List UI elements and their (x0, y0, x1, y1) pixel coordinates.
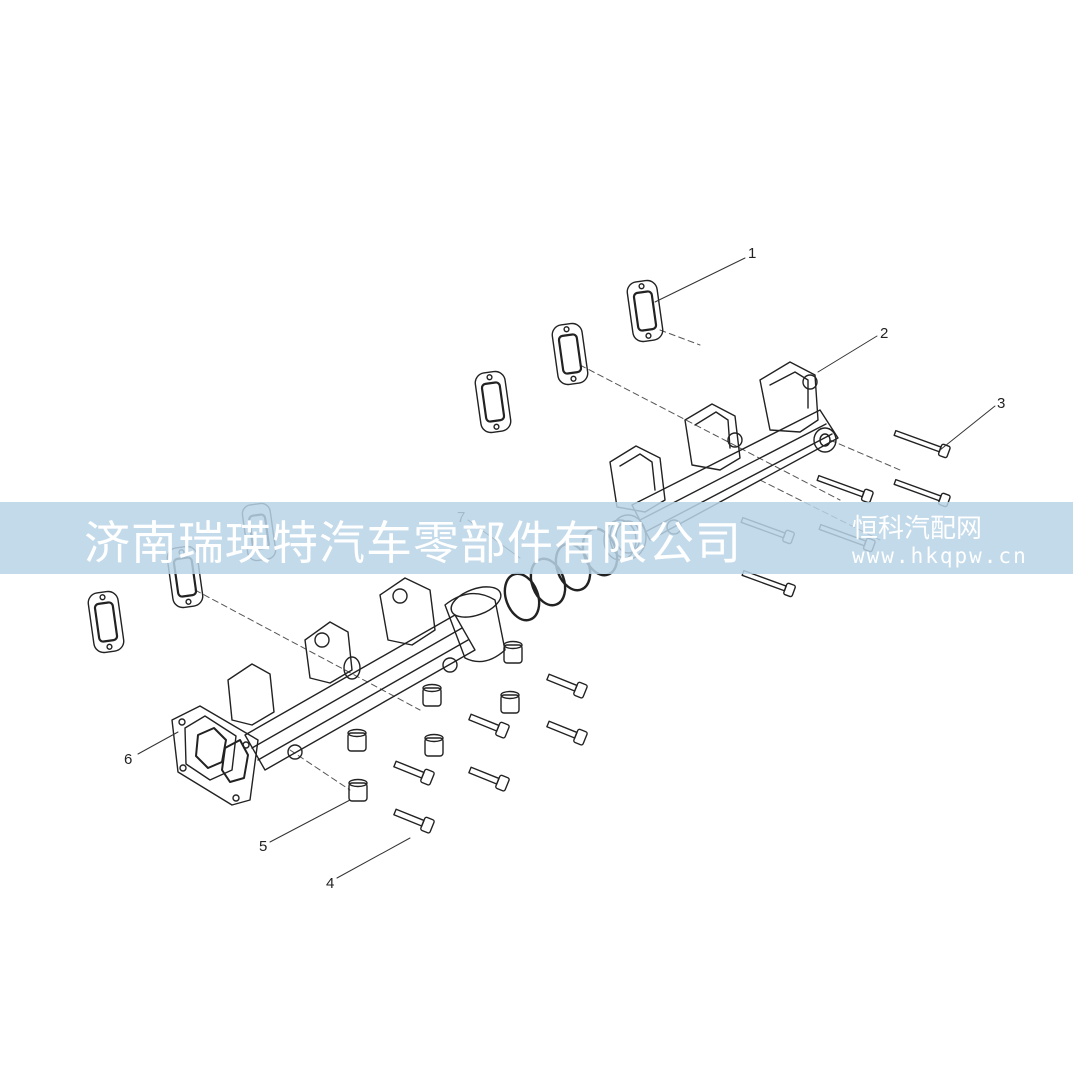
spacer-sleeves (347, 640, 523, 802)
short-bolts (393, 673, 588, 834)
front-manifold (171, 577, 506, 806)
callout-6: 6 (124, 751, 132, 768)
gasket-upper-3 (474, 370, 512, 434)
watermark-company-text: 济南瑞瑛特汽车零部件有限公司 (84, 516, 742, 570)
callout-4: 4 (326, 875, 334, 892)
callout-5: 5 (259, 838, 267, 855)
callout-2: 2 (880, 325, 888, 342)
gasket-upper-1 (626, 279, 664, 343)
watermark-url-text: www.hkqpw.cn (852, 544, 1028, 568)
gasket-upper-2 (551, 322, 589, 386)
callout-3: 3 (997, 395, 1005, 412)
watermark-brand-text: 恒科汽配网 (852, 514, 983, 544)
callout-1: 1 (748, 245, 756, 262)
gasket-lower-3 (87, 590, 125, 654)
watermark-banner (0, 502, 1073, 574)
